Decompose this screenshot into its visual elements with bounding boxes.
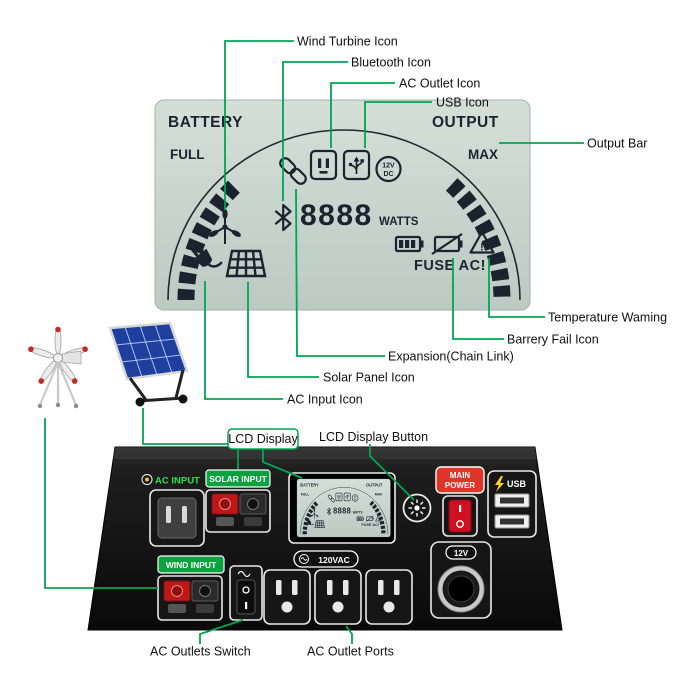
sine-wave-icon [237, 570, 251, 578]
callout-line-wind-product [44, 418, 158, 589]
ac-input-indicator-dot [145, 477, 149, 482]
ac-outlet-port-2[interactable] [314, 569, 362, 625]
vac-wave-icon [299, 554, 309, 564]
lcd-display-button[interactable] [402, 493, 432, 523]
callout-ac-outlet-ports: AC Outlet Ports [307, 645, 394, 659]
wind-input-label: WIND INPUT [166, 560, 217, 570]
callout-expansion: Expansion(Chain Link) [388, 350, 514, 364]
ac-outlet-port-3[interactable] [365, 569, 413, 625]
usb-port-1-tongue [500, 497, 524, 504]
callout-solar-panel: Solar Panel Icon [323, 371, 415, 385]
ac-outlets-switch[interactable] [229, 565, 263, 621]
vac-label: 120VAC [318, 555, 350, 565]
solar-input-label: SOLAR INPUT [209, 474, 267, 484]
callout-line-temperature [488, 258, 545, 318]
callout-temperature: Temperature Waming [548, 311, 667, 325]
vac-pill [293, 550, 359, 568]
callout-lcd-display-button: LCD Display Button [319, 430, 428, 444]
dc-12v-pill [445, 545, 477, 560]
callout-output-bar: Output Bar [587, 137, 647, 151]
callout-usb: USB Icon [436, 96, 489, 110]
ac-input-slot-right [182, 506, 187, 523]
outlets-rocker[interactable] [236, 579, 256, 615]
callout-lcd-display: LCD Display [228, 432, 298, 446]
callout-line-outlets-switch [199, 619, 244, 644]
main-power-section: MAIN POWER [435, 466, 485, 537]
main-power-label-line1: MAIN [450, 471, 471, 480]
ac-input-section: AC INPUT [141, 473, 205, 547]
outlets-rocker-on-mark [245, 602, 248, 609]
dc-12v-section: 12V [430, 541, 492, 619]
rocker-on-mark [459, 505, 462, 512]
usb-section: USB [487, 470, 537, 538]
callout-line-lcd-display [262, 449, 303, 479]
callout-line-outlet-ports [345, 625, 353, 644]
lightning-icon [495, 476, 504, 492]
wind-terminal-nut-left [168, 604, 186, 613]
callout-line-bluetooth [282, 61, 348, 201]
main-power-label-line2: POWER [445, 481, 475, 490]
callout-ac-outlet: AC Outlet Icon [399, 77, 480, 91]
callout-lines [44, 40, 584, 644]
solar-input-section: SOLAR INPUT [205, 469, 271, 533]
callout-line-ac-outlet [330, 82, 395, 148]
wind-input-section: WIND INPUT [157, 555, 225, 621]
main-power-label-box [435, 466, 485, 494]
dc-12v-label: 12V [454, 549, 469, 558]
callout-line-solar-product [142, 408, 239, 469]
ac-input-socket[interactable] [157, 497, 197, 539]
wind-turbine-product [28, 326, 88, 409]
device-panel: AC INPUT SOLAR INPUT [87, 446, 563, 631]
main-power-rocker[interactable] [448, 499, 472, 533]
callout-line-usb [364, 101, 432, 148]
ac-outlet-port-1[interactable] [263, 569, 311, 625]
solar-panel-product [108, 321, 189, 407]
vac-label-group: 120VAC [293, 550, 359, 568]
usb-port-2-tongue [500, 518, 524, 525]
outlets-rocker-off-mark [242, 586, 250, 594]
callout-lcd-display-boxed: LCD Display [227, 428, 299, 450]
mini-lcd-display [297, 479, 390, 537]
callout-line-expansion [295, 188, 385, 357]
solar-terminal-nut-right [244, 517, 262, 526]
solar-input-label-box [205, 469, 271, 488]
callout-wind-turbine: Wind Turbine Icon [297, 35, 398, 49]
ac-input-label: AC INPUT [155, 476, 200, 487]
callout-battery-fail: Barrery Fail Icon [507, 333, 599, 347]
ac-input-slot-left [166, 506, 171, 523]
panel-top-bevel [113, 447, 537, 459]
callout-line-solar-panel [247, 282, 319, 378]
callout-line-battery-fail [452, 258, 504, 340]
callout-ac-outlets-switch: AC Outlets Switch [150, 645, 251, 659]
callout-bluetooth: Bluetooth Icon [351, 56, 431, 70]
wind-input-label-box [157, 555, 225, 574]
rocker-off-mark [456, 520, 464, 528]
usb-label: USB [507, 479, 527, 489]
callout-ac-input: AC Input Icon [287, 393, 363, 407]
wind-terminal-nut-right [196, 604, 214, 613]
main-lcd-display [155, 100, 530, 310]
callout-line-wind-turbine [224, 40, 294, 210]
callout-line-ac-input [204, 281, 283, 400]
sun-icon [408, 499, 426, 517]
solar-terminal-nut-left [216, 517, 234, 526]
callout-labels: Wind Turbine Icon Bluetooth Icon AC Outl… [150, 35, 667, 659]
callout-line-lcd-button [369, 444, 415, 501]
